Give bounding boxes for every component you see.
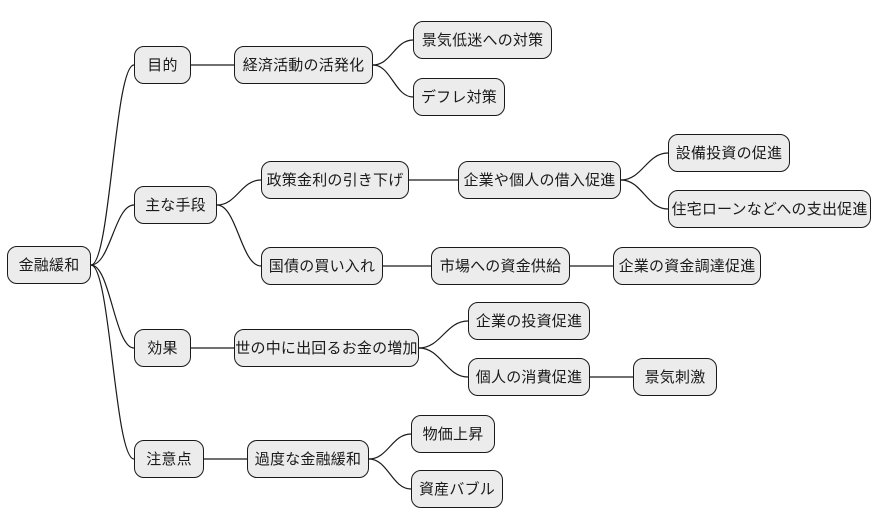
mindmap-node-deflation[interactable]: デフレ対策 (413, 78, 505, 116)
mindmap-node-market-fund[interactable]: 市場への資金供給 (431, 247, 570, 285)
mindmap-edge-money-up-to-pers-spend (418, 347, 469, 378)
mindmap-edge-root-to-purpose (90, 64, 135, 266)
mindmap-node-label: 注意点 (146, 449, 192, 468)
mindmap-node-purpose[interactable]: 目的 (134, 46, 191, 84)
mindmap-edge-means-to-jgb-buy (216, 204, 262, 267)
mindmap-node-means[interactable]: 主な手段 (134, 186, 217, 224)
mindmap-node-policy-rate[interactable]: 政策金利の引き下げ (261, 161, 409, 199)
mindmap-node-borrowing[interactable]: 企業や個人の借入促進 (458, 161, 621, 199)
mindmap-node-econ-act[interactable]: 経済活動の活発化 (234, 46, 373, 84)
mindmap-node-capex[interactable]: 設備投資の促進 (668, 134, 790, 172)
mindmap-node-caution[interactable]: 注意点 (134, 440, 204, 478)
mindmap-edge-econ-act-to-deflation (372, 64, 414, 98)
mindmap-node-label: 景気低迷への対策 (421, 30, 544, 49)
mindmap-node-label: 金融緩和 (18, 255, 80, 274)
mindmap-node-label: 住宅ローンなどへの支出促進 (671, 199, 868, 218)
mindmap-node-recession[interactable]: 景気低迷への対策 (413, 21, 552, 59)
mindmap-node-asset-bubble[interactable]: 資産バブル (411, 470, 503, 508)
mindmap-node-label: 企業の投資促進 (475, 311, 583, 330)
mindmap-node-price-rise[interactable]: 物価上昇 (411, 415, 495, 453)
mindmap-node-jgb-buy[interactable]: 国債の買い入れ (261, 247, 383, 285)
mindmap-edge-econ-act-to-recession (372, 39, 414, 66)
mindmap-edge-root-to-caution (90, 264, 135, 460)
mindmap-edge-excess-ease-to-price-rise (368, 433, 412, 460)
mindmap-node-label: 市場への資金供給 (439, 256, 562, 275)
mindmap-node-label: 経済活動の活発化 (242, 55, 365, 74)
mindmap-node-label: 目的 (147, 55, 178, 74)
mindmap-node-label: デフレ対策 (420, 87, 497, 106)
mindmap-node-money-up[interactable]: 世の中に出回るお金の増加 (234, 329, 419, 367)
mindmap-node-label: 資産バブル (418, 479, 495, 498)
mindmap-node-label: 国債の買い入れ (268, 256, 376, 275)
mindmap-edge-money-up-to-corp-invest (418, 320, 469, 349)
mindmap-node-label: 企業や個人の借入促進 (463, 170, 616, 189)
mindmap-edge-borrowing-to-mortgage (620, 179, 669, 210)
mindmap-edge-borrowing-to-capex (620, 152, 669, 181)
mindmap-node-pers-spend[interactable]: 個人の消費促進 (468, 358, 590, 396)
mindmap-node-label: 効果 (147, 338, 178, 357)
mindmap-edge-root-to-effect (90, 264, 135, 349)
mindmap-node-label: 景気刺激 (644, 367, 706, 386)
mindmap-node-stimulus[interactable]: 景気刺激 (633, 358, 717, 396)
mindmap-node-effect[interactable]: 効果 (134, 329, 191, 367)
mindmap-node-label: 世の中に出回るお金の増加 (235, 338, 418, 357)
mindmap-node-label: 設備投資の促進 (675, 143, 783, 162)
mindmap-node-root[interactable]: 金融緩和 (7, 246, 91, 284)
mindmap-node-label: 個人の消費促進 (475, 367, 583, 386)
mindmap-node-corp-invest[interactable]: 企業の投資促進 (468, 302, 590, 340)
mindmap-node-label: 企業の資金調達促進 (618, 256, 756, 275)
mindmap-node-corp-funding[interactable]: 企業の資金調達促進 (613, 247, 761, 285)
mindmap-edge-means-to-policy-rate (216, 179, 262, 206)
mindmap-node-label: 物価上昇 (422, 424, 484, 443)
mindmap-node-label: 主な手段 (145, 195, 206, 214)
mindmap-node-mortgage[interactable]: 住宅ローンなどへの支出促進 (668, 190, 871, 228)
mindmap-edge-root-to-means (90, 204, 135, 266)
mindmap-node-label: 過度な金融緩和 (254, 449, 362, 468)
mindmap-edge-excess-ease-to-asset-bubble (368, 458, 412, 490)
mindmap-node-excess-ease[interactable]: 過度な金融緩和 (247, 440, 369, 478)
mindmap-node-label: 政策金利の引き下げ (266, 170, 404, 189)
